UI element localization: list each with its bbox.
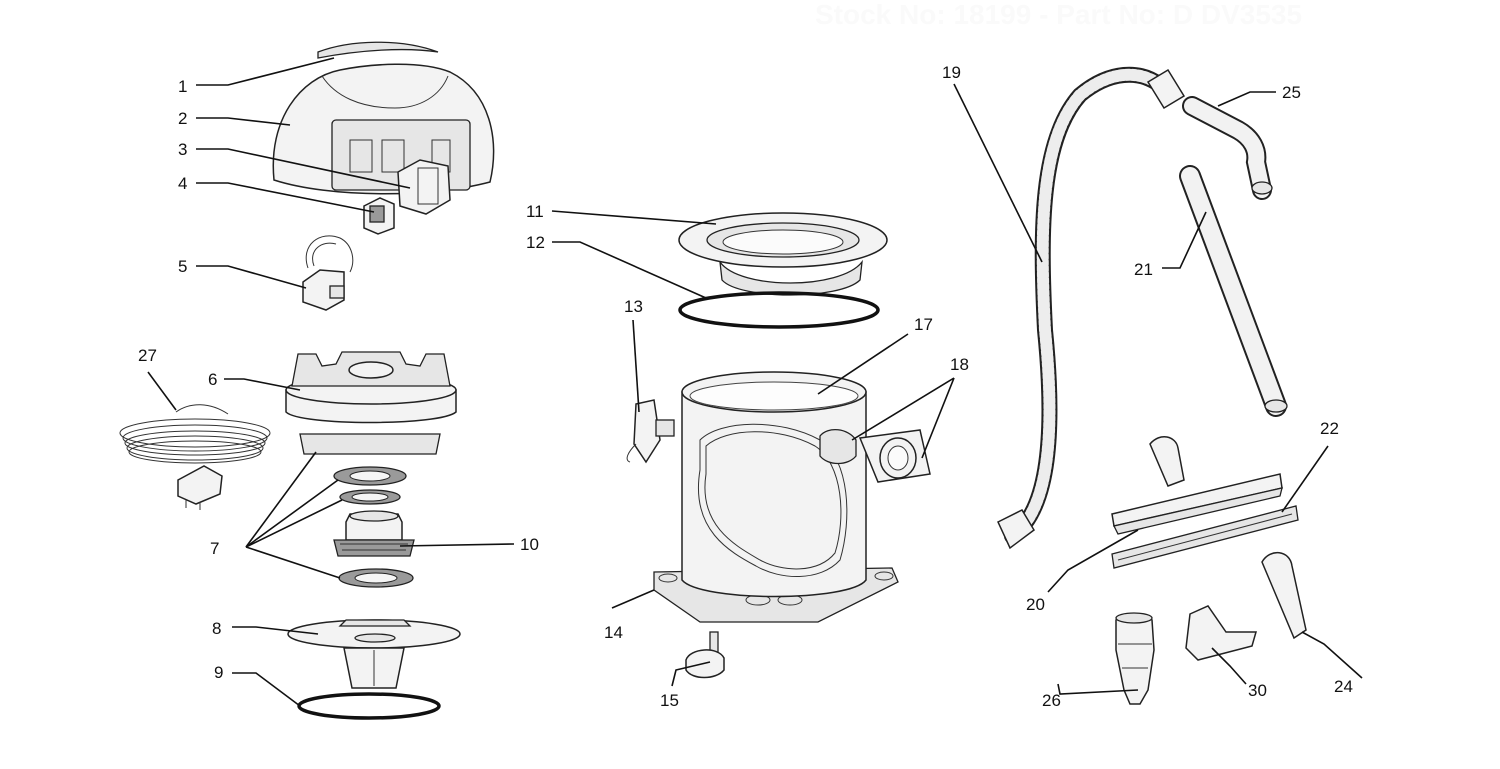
part-19-hose — [997, 66, 1186, 550]
callout-7: 7 — [210, 539, 219, 558]
watermark-text: Stock No: 18199 - Part No: D DV3535 — [815, 0, 1302, 30]
callout-3: 3 — [178, 140, 187, 159]
part-30-upholstery-tool — [1185, 605, 1257, 661]
callout-19: 19 — [942, 63, 961, 82]
part-1-handle — [317, 41, 439, 59]
part-13-latch — [626, 399, 675, 464]
callout-30: 30 — [1248, 681, 1267, 700]
part-27-power-cord — [119, 404, 271, 510]
callout-8: 8 — [212, 619, 221, 638]
part-15-castor — [685, 631, 725, 679]
part-2-motor-head — [272, 63, 495, 195]
callout-20: 20 — [1026, 595, 1045, 614]
part-4-switch — [363, 197, 395, 235]
callout-12: 12 — [526, 233, 545, 252]
callout-24: 24 — [1334, 677, 1353, 696]
callout-labels: 1 2 3 4 5 6 7 8 9 10 11 12 13 14 15 17 1… — [138, 63, 1353, 710]
part-11-top-ring — [678, 212, 888, 296]
part-25-curved-wand — [1182, 96, 1273, 200]
part-9-seal-ring — [297, 692, 441, 720]
callout-15: 15 — [660, 691, 679, 710]
part-3-switch-housing — [397, 159, 451, 215]
callout-25: 25 — [1282, 83, 1301, 102]
part-5-float-switch — [302, 235, 354, 311]
callout-14: 14 — [604, 623, 623, 642]
callout-11: 11 — [526, 202, 544, 221]
part-6-motor-cover — [285, 351, 457, 424]
part-17-tank-body — [681, 371, 867, 598]
callout-5: 5 — [178, 257, 187, 276]
callout-22: 22 — [1320, 419, 1339, 438]
part-12-seal-ring — [678, 291, 880, 329]
callout-9: 9 — [214, 663, 223, 682]
callout-1: 1 — [178, 77, 187, 96]
part-24-crevice-tool — [1261, 552, 1307, 640]
callout-10: 10 — [520, 535, 539, 554]
callout-13: 13 — [624, 297, 643, 316]
part-18-inlet — [819, 429, 931, 483]
callout-17: 17 — [914, 315, 933, 334]
callout-2: 2 — [178, 109, 187, 128]
part-8-filter-plate — [287, 619, 461, 689]
callout-18: 18 — [950, 355, 969, 374]
part-22-squeegee — [1111, 505, 1299, 569]
callout-27: 27 — [138, 346, 157, 365]
part-20-floor-tool — [1111, 436, 1283, 535]
callout-26: 26 — [1042, 691, 1061, 710]
part-21-straight-wand — [1179, 165, 1288, 417]
part-26-adaptor — [1115, 612, 1155, 705]
callout-21: 21 — [1134, 260, 1153, 279]
callout-6: 6 — [208, 370, 217, 389]
part-10-motor — [333, 510, 415, 557]
leader-lines — [147, 57, 1363, 707]
callout-4: 4 — [178, 174, 187, 193]
